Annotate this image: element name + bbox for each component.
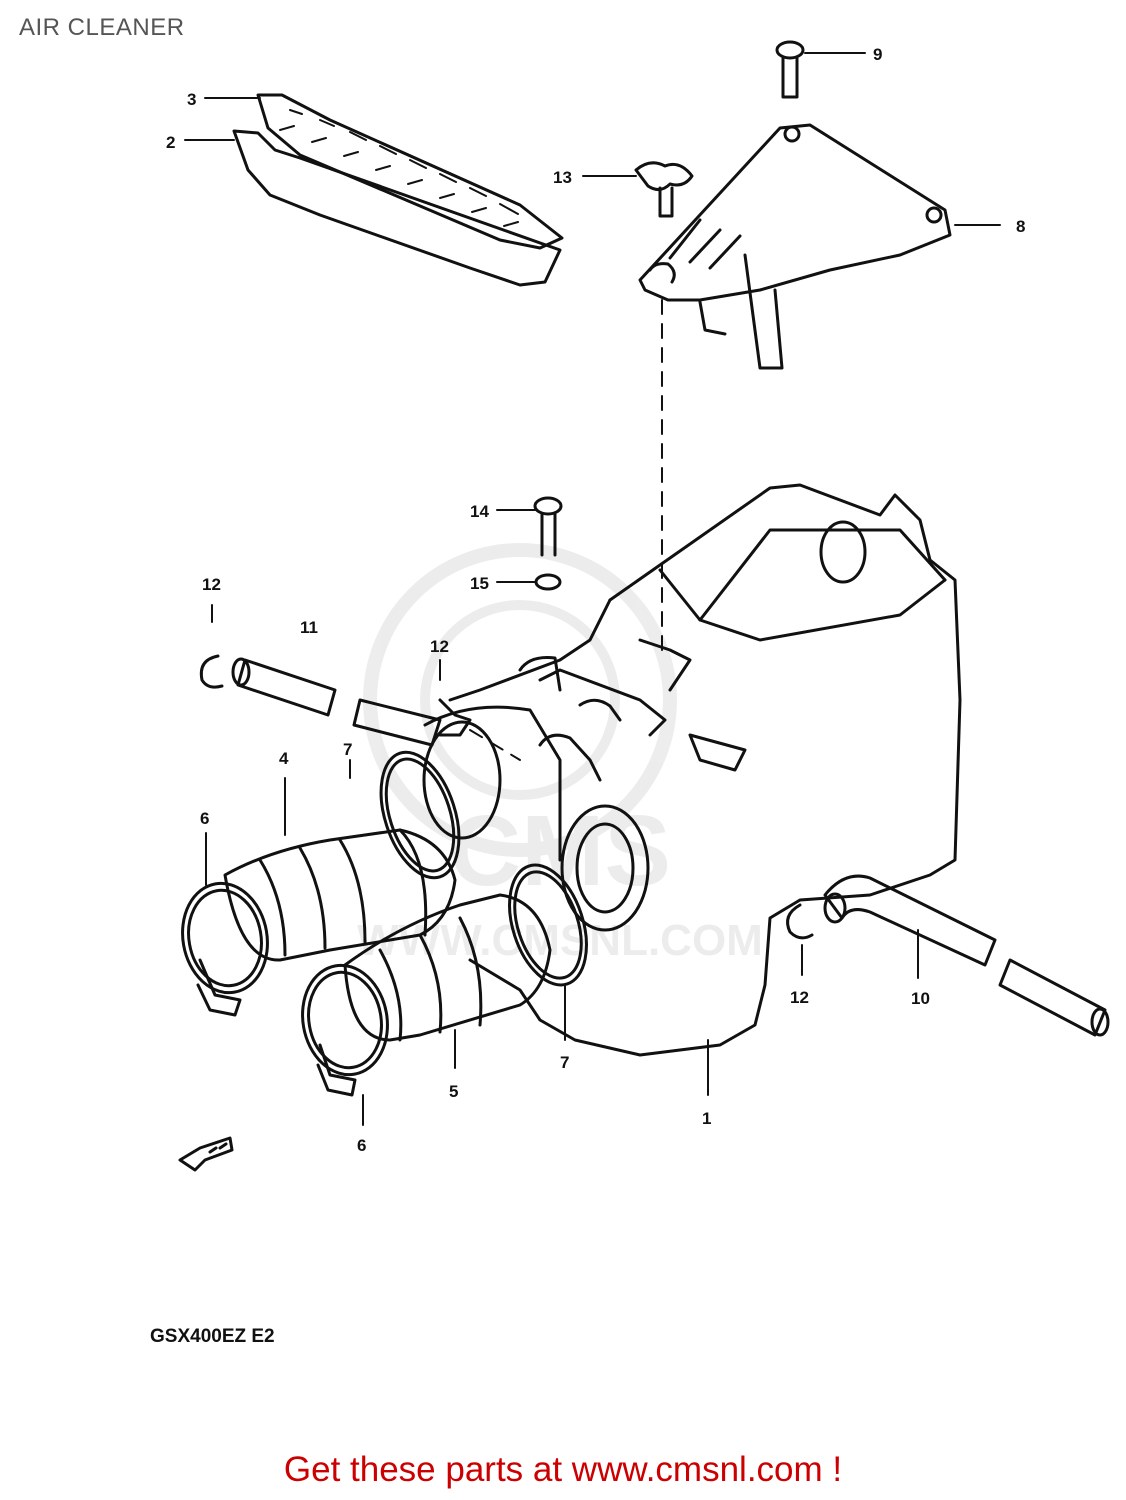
callout-7a: 7 [343, 740, 352, 759]
callout-1: 1 [702, 1109, 711, 1128]
wing-screw-shape [634, 161, 694, 218]
filter-element-shape [232, 129, 562, 287]
get-parts-link[interactable]: Get these parts at www.cmsnl.com ! [283, 1450, 843, 1489]
front-direction-arrow-icon [178, 1136, 234, 1172]
callout-4: 4 [279, 749, 289, 768]
callout-6b: 6 [357, 1136, 366, 1155]
watermark: CMS WWW.CMSNL.COM [357, 543, 763, 965]
intake-pipe-5-shape [343, 893, 552, 1042]
callout-15: 15 [470, 574, 489, 593]
callout-2: 2 [166, 133, 175, 152]
bolt-9-shape [775, 40, 805, 99]
o-ring-7a-shape [379, 750, 461, 880]
callout-12c: 12 [790, 988, 809, 1007]
callout-3: 3 [187, 90, 196, 109]
hose-11-shape [231, 657, 442, 747]
o-ring-7b-shape [508, 863, 588, 987]
clamp-6a-shape [181, 881, 269, 1017]
clip-12b-shape [438, 698, 472, 737]
callout-6a: 6 [200, 809, 209, 828]
washer-15-shape [534, 573, 562, 591]
model-code: GSX400EZ E2 [150, 1326, 275, 1347]
filter-mesh-shape [256, 93, 564, 250]
callout-14: 14 [470, 502, 489, 521]
clip-12a-shape [199, 654, 224, 689]
callout-12b: 12 [430, 637, 449, 656]
callout-8: 8 [1016, 217, 1025, 236]
screw-14-shape [533, 496, 563, 557]
callout-7b: 7 [560, 1053, 569, 1072]
callout-9: 9 [873, 45, 882, 64]
callout-12a: 12 [202, 575, 221, 594]
page-title: AIR CLEANER [19, 14, 185, 41]
air-cleaner-case-shape [422, 483, 962, 1057]
callout-13: 13 [553, 168, 572, 187]
callout-10: 10 [911, 989, 930, 1008]
clamp-6b-shape [301, 963, 389, 1097]
callout-11: 11 [300, 618, 318, 637]
clip-12c-shape [786, 903, 814, 940]
hose-10-shape [823, 874, 1110, 1037]
callout-5: 5 [449, 1082, 458, 1101]
cover-shape [638, 123, 952, 370]
